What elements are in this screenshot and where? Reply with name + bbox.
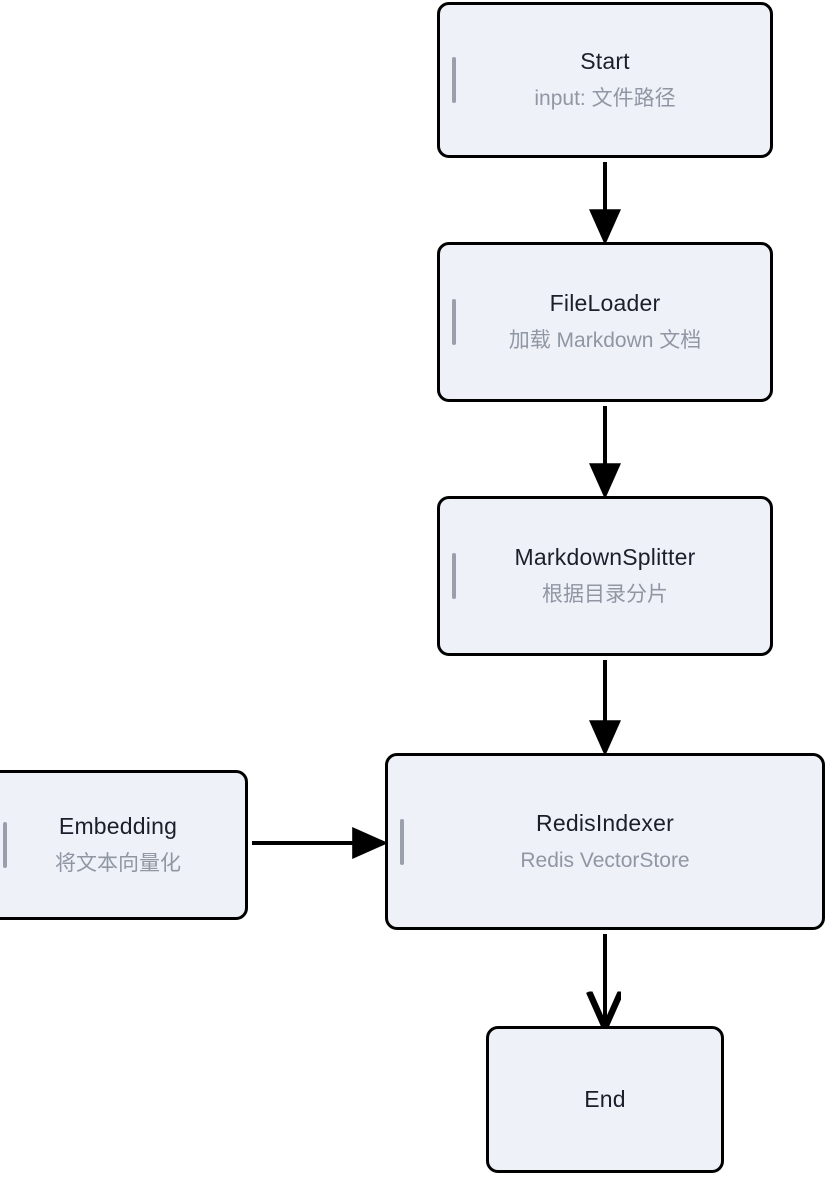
node-markdown-splitter[interactable]: MarkdownSplitter 根据目录分片 bbox=[437, 496, 773, 656]
node-subtitle: 将文本向量化 bbox=[55, 852, 181, 876]
node-file-loader[interactable]: FileLoader 加载 Markdown 文档 bbox=[437, 242, 773, 402]
node-title: FileLoader bbox=[549, 290, 661, 317]
node-start[interactable]: Start input: 文件路径 bbox=[437, 2, 773, 158]
node-title: End bbox=[584, 1086, 626, 1113]
node-title: Embedding bbox=[58, 813, 178, 840]
node-subtitle: input: 文件路径 bbox=[534, 87, 676, 111]
accent-bar-icon bbox=[452, 299, 456, 345]
node-redis-indexer[interactable]: RedisIndexer Redis VectorStore bbox=[385, 753, 825, 930]
node-subtitle: 加载 Markdown 文档 bbox=[508, 329, 702, 353]
node-embedding[interactable]: Embedding 将文本向量化 bbox=[0, 770, 248, 920]
accent-bar-icon bbox=[3, 822, 7, 868]
accent-bar-icon bbox=[400, 818, 404, 865]
node-title: RedisIndexer bbox=[536, 809, 674, 836]
node-title: Start bbox=[580, 48, 630, 75]
node-end[interactable]: End bbox=[486, 1026, 724, 1173]
node-subtitle: Redis VectorStore bbox=[520, 848, 690, 872]
accent-bar-icon bbox=[452, 553, 456, 599]
node-title: MarkdownSplitter bbox=[514, 544, 696, 571]
accent-bar-icon bbox=[452, 57, 456, 103]
node-subtitle: 根据目录分片 bbox=[542, 583, 668, 607]
